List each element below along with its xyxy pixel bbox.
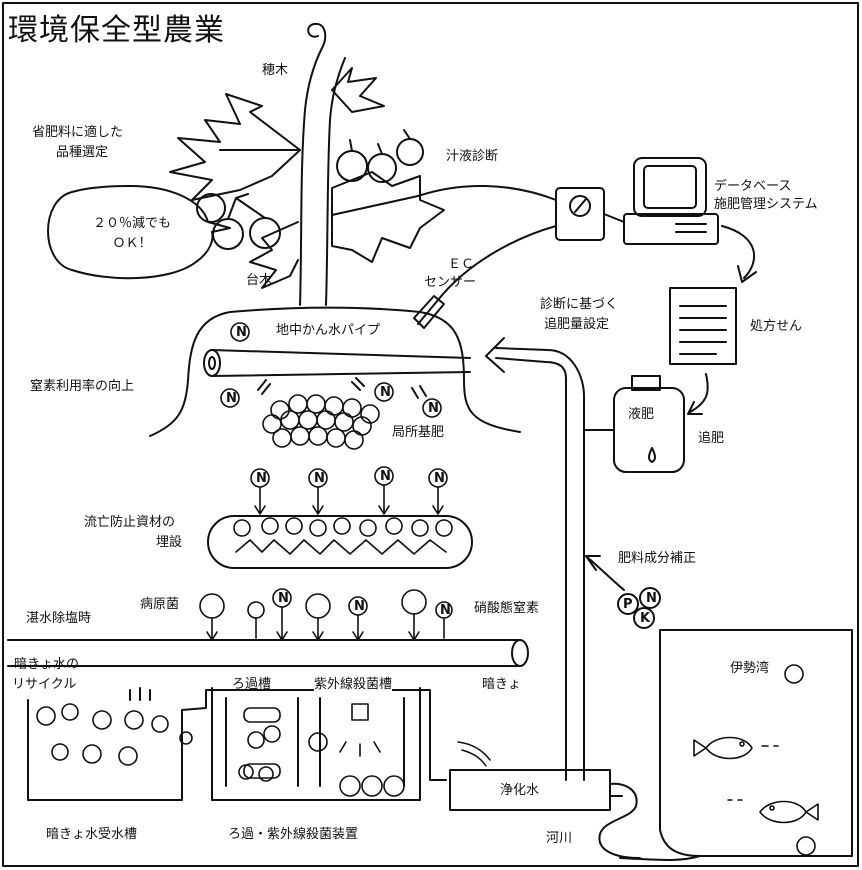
label-salt-removal: 湛水除塩時 (26, 611, 92, 626)
stem-curl (307, 22, 327, 49)
leaf-upper-right (331, 67, 385, 113)
label-uv-tank: 紫外線殺菌槽 (314, 676, 393, 693)
nitrogen-symbol: N (314, 471, 325, 486)
label-filter-uv-device: ろ過・紫外線殺菌装置 (228, 827, 359, 842)
label-local-base-fertilizer: 局所基肥 (392, 425, 445, 440)
water-arrow-head (485, 337, 505, 373)
prescription-document (669, 287, 737, 365)
label-rootstock: 台木 (246, 273, 273, 288)
nitrogen-symbol: N (256, 471, 267, 486)
leaf-lower-left (249, 221, 299, 289)
ec-wire (437, 225, 557, 301)
soil-mound (149, 306, 521, 437)
label-ec-sensor-1: ＥＣ (448, 257, 475, 272)
nitrogen-symbol: N (428, 401, 439, 416)
label-runoff-prevention-2: 埋設 (156, 535, 183, 550)
label-nutrient-supplement: 肥料成分補正 (618, 551, 697, 566)
nutrient-arrow (585, 555, 625, 591)
label-prescription: 処方せん (750, 319, 803, 334)
drain-water-tank (27, 699, 183, 801)
phosphorus-symbol: P (623, 597, 633, 612)
irrigation-pipe (211, 349, 471, 377)
label-database-2: 施肥管理システム (714, 197, 818, 212)
nitrogen-symbol: N (434, 471, 445, 486)
speech-bubble (47, 185, 231, 280)
falling-nitrogen (250, 466, 448, 515)
arrow-prescription-to-tank (689, 373, 709, 413)
label-variety-selection-1: 省肥料に適した (32, 125, 124, 140)
label-runoff-prevention-1: 流亡防止資材の (84, 515, 176, 530)
bubble-line-2: ＯＫ！ (112, 236, 152, 251)
runoff-prevention-layer (207, 515, 473, 569)
fish (693, 736, 819, 824)
river-channel (598, 782, 641, 859)
purified-water-tank (449, 769, 611, 811)
nitrogen-symbol: N (278, 591, 289, 606)
label-nitrate-nitrogen: 硝酸態窒素 (474, 601, 540, 616)
label-drain-recycle-2: リサイクル (12, 677, 77, 692)
nitrogen-symbol: N (380, 385, 391, 400)
sap-wire (417, 185, 557, 201)
label-sap-diagnosis: 汁液診断 (446, 149, 499, 164)
label-scion: 穂木 (262, 63, 289, 78)
label-topdressing: 追肥 (698, 431, 725, 446)
label-ec-sensor-2: センサー (424, 275, 477, 290)
speech-bubble-text: ２０％減でも ＯＫ！ (70, 214, 194, 254)
label-river: 河川 (546, 831, 573, 846)
label-drain-tank: 暗きょ水受水槽 (46, 827, 138, 842)
plant-stem-right (325, 57, 346, 306)
computer-base (623, 213, 719, 245)
label-database-1: データベース (714, 179, 792, 194)
label-drain: 暗きょ (482, 677, 522, 692)
bubble-line-1: ２０％減でも (92, 216, 171, 231)
nitrogen-symbol: N (380, 469, 391, 484)
computer-monitor (633, 157, 707, 217)
label-variety-selection-2: 品種選定 (56, 145, 109, 160)
label-filter-tank: ろ過槽 (232, 677, 272, 692)
plant-stem (299, 47, 323, 306)
label-liquid-fertilizer: 液肥 (628, 407, 655, 422)
label-diagnosis-based-2: 追肥量設定 (544, 317, 610, 332)
nitrogen-circles (220, 322, 442, 450)
label-pathogen: 病原菌 (140, 597, 180, 612)
label-diagnosis-based-1: 診断に基づく (540, 297, 619, 312)
drain-pipe (7, 639, 521, 667)
diagram-title: 環境保全型農業 (8, 13, 225, 48)
nitrogen-symbol: N (354, 599, 365, 614)
water-return-pipe (495, 357, 567, 781)
nitrogen-symbol: N (440, 603, 451, 618)
label-irrigation-pipe: 地中かん水パイプ (276, 323, 381, 338)
label-nitrogen-efficiency: 窒素利用率の向上 (30, 379, 135, 394)
nitrogen-symbol: N (646, 591, 657, 606)
leaf-lower-right (331, 171, 445, 263)
label-purified-water: 浄化水 (500, 783, 540, 798)
leaf-lower-vein (331, 195, 419, 216)
nitrogen-symbol: N (226, 391, 237, 406)
label-drain-recycle-1: 暗きょ水の (14, 657, 80, 672)
label-ise-bay: 伊勢湾 (730, 661, 770, 676)
ec-sensor-probe (413, 295, 445, 329)
arrow-db-to-prescription (721, 225, 756, 279)
ise-bay (659, 629, 853, 857)
nitrogen-symbol: N (236, 325, 247, 340)
filter-uv-device (211, 687, 421, 801)
leaf-left (169, 93, 301, 201)
potassium-symbol: K (640, 611, 651, 626)
